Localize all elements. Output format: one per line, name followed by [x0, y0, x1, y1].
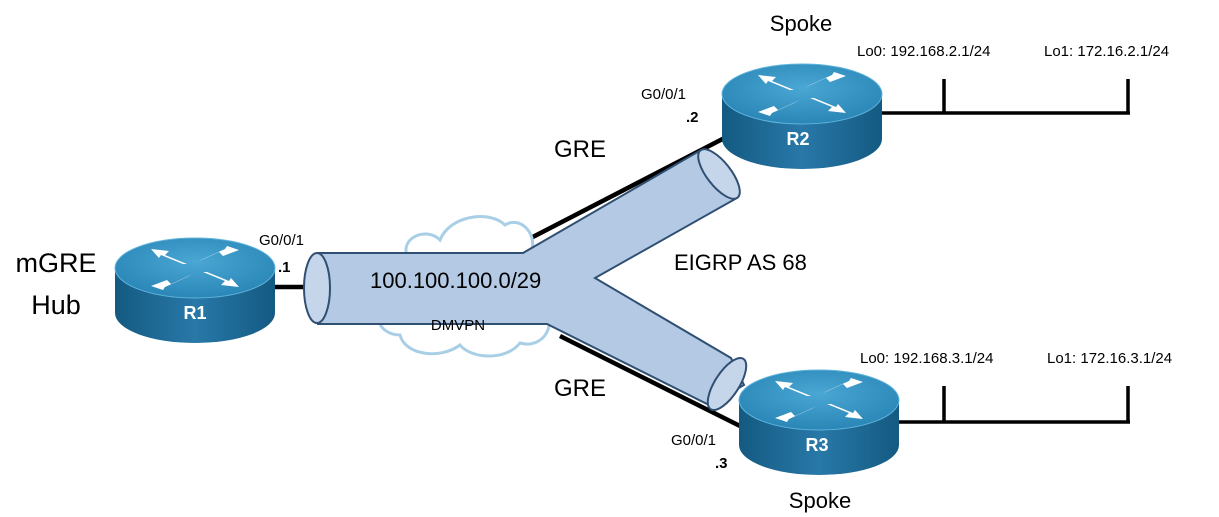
router-r2-icon[interactable]	[721, 63, 883, 170]
hub-role-line1: mGRE	[16, 248, 97, 278]
dmvpn-label: DMVPN	[431, 317, 485, 334]
r3-ip-suffix: .3	[715, 455, 728, 472]
router-r2-label: R2	[786, 129, 809, 149]
r3-loopback-lines	[892, 386, 1130, 424]
router-r3-icon[interactable]	[738, 369, 900, 476]
r2-loopback-lines	[875, 79, 1130, 115]
r1-interface-label: G0/0/1	[259, 232, 304, 249]
r2-lo1-label: Lo1: 172.16.2.1/24	[1044, 43, 1169, 60]
tunnel	[303, 148, 748, 411]
r3-lo1-label: Lo1: 172.16.3.1/24	[1047, 350, 1172, 367]
gre-lower-label: GRE	[554, 375, 606, 402]
tunnel-network-label: 100.100.100.0/29	[370, 268, 541, 293]
r3-interface-label: G0/0/1	[671, 432, 716, 449]
r2-interface-label: G0/0/1	[641, 86, 686, 103]
hub-role-line2: Hub	[31, 290, 81, 320]
router-r1-label: R1	[183, 303, 206, 323]
r2-ip-suffix: .2	[686, 109, 699, 126]
router-r1-icon[interactable]	[114, 237, 276, 344]
gre-upper-label: GRE	[554, 136, 606, 163]
r3-role-label: Spoke	[789, 488, 851, 513]
router-r3-label: R3	[805, 435, 828, 455]
r2-lo0-label: Lo0: 192.168.2.1/24	[857, 43, 990, 60]
r1-ip-suffix: .1	[278, 259, 291, 276]
eigrp-label: EIGRP AS 68	[674, 250, 807, 275]
r3-lo0-label: Lo0: 192.168.3.1/24	[860, 350, 993, 367]
r2-role-label: Spoke	[770, 11, 832, 36]
